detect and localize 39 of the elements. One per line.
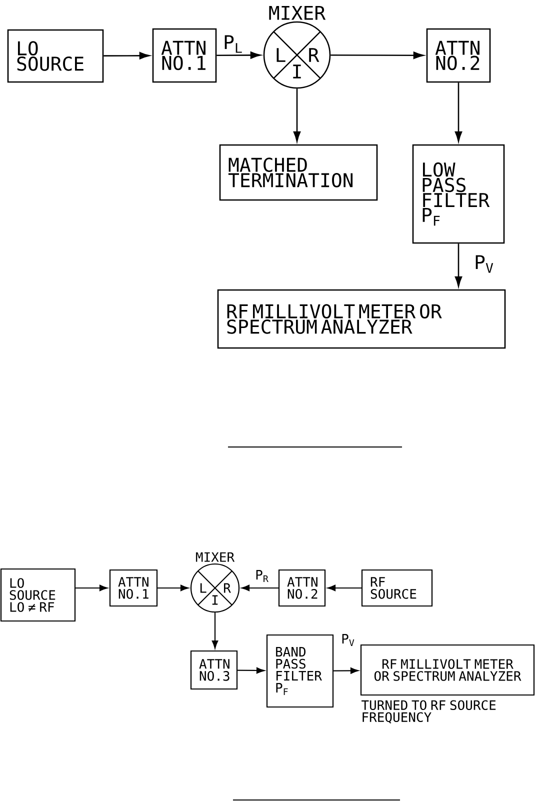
arrow [293,88,301,142]
arrow [216,52,261,59]
block-box: MATCHED TERMINATION [219,144,378,201]
edge-label: P$_{V}$ [342,634,354,646]
arrow [212,612,218,649]
filter-box: BAND PASS FILTER P$_{F}$ [266,634,334,708]
block-box: ATTN NO.2 [278,569,326,607]
edge-label: P$_{R}$ [256,570,268,582]
block-box: ATTN NO.3 [190,650,238,690]
arrow [330,52,424,59]
arrow [158,584,189,592]
note-text: TURNED TO RF SOURCE FREQUENCY [362,700,496,724]
block-box: ATTN NO.1 [152,28,217,83]
arrow [76,584,108,592]
edge-label: P$_{V}$ [476,255,494,273]
port-letter: I [293,64,301,78]
port-letter: R [224,583,231,593]
arrow [241,584,278,592]
port-letter: R [309,48,320,62]
filter-box: LOW PASS FILTER P$_{F}$ [412,144,505,244]
block-box: RF MILLIVOLT METER OR SPECTRUM ANALYZER [360,644,535,696]
arrow [454,82,462,142]
block-box: LO SOURCE LO ≠ RF [0,568,76,622]
mixer-label: MIXER [269,6,326,20]
mixer-label: MIXER [196,552,235,562]
block-box: RF MILLIVOLT METER OR SPECTRUM ANALYZER [217,289,506,349]
arrow [238,667,265,674]
edge-label: P$_{L}$ [224,35,242,53]
arrow [327,584,362,592]
port-letter: I [212,595,218,605]
block-box: ATTN NO.2 [426,28,491,83]
block-box: LO SOURCE [7,29,104,83]
block-box: RF SOURCE [361,569,433,607]
arrow [104,52,150,60]
arrow [454,244,462,287]
arrow [334,668,359,674]
port-letter: L [200,583,206,593]
block-box: ATTN NO.1 [109,569,158,607]
port-letter: L [276,48,286,62]
